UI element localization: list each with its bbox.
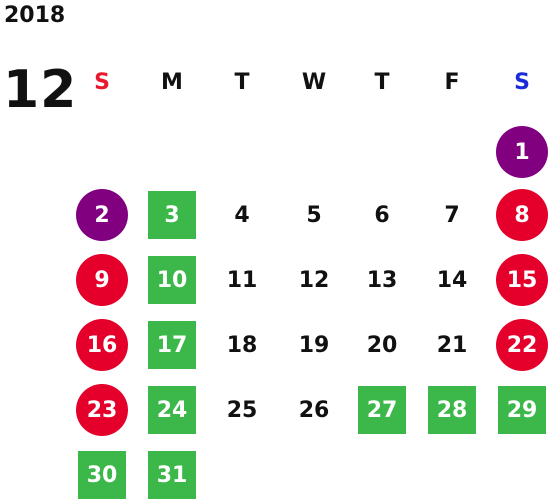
year-label: 2018 (4, 3, 66, 28)
calendar-day[interactable]: 6 (374, 202, 390, 228)
calendar-day[interactable]: 26 (298, 397, 330, 423)
weekday-header: S (94, 69, 110, 95)
calendar-day[interactable]: 22 (496, 319, 548, 371)
calendar-day[interactable]: 11 (226, 267, 258, 293)
calendar-day[interactable]: 24 (148, 386, 196, 434)
weekday-header: T (234, 69, 250, 95)
calendar-day[interactable]: 1 (496, 126, 548, 178)
calendar-day[interactable]: 12 (298, 267, 330, 293)
weekday-header: S (514, 69, 530, 95)
calendar-day[interactable]: 4 (234, 202, 250, 228)
calendar-day[interactable]: 16 (76, 319, 128, 371)
calendar-day[interactable]: 20 (366, 332, 398, 358)
calendar-day[interactable]: 5 (306, 202, 322, 228)
month-number: 12 (3, 60, 78, 120)
calendar-day[interactable]: 30 (78, 451, 126, 499)
calendar-day[interactable]: 2 (76, 189, 128, 241)
weekday-header: M (161, 69, 183, 95)
weekday-header: F (444, 69, 460, 95)
calendar-day[interactable]: 21 (436, 332, 468, 358)
calendar-day[interactable]: 27 (358, 386, 406, 434)
calendar-day[interactable]: 14 (436, 267, 468, 293)
calendar-day[interactable]: 17 (148, 321, 196, 369)
calendar-day[interactable]: 10 (148, 256, 196, 304)
calendar-day[interactable]: 18 (226, 332, 258, 358)
calendar-day[interactable]: 13 (366, 267, 398, 293)
calendar-day[interactable]: 28 (428, 386, 476, 434)
calendar-day[interactable]: 23 (76, 384, 128, 436)
calendar-day[interactable]: 15 (496, 254, 548, 306)
calendar-day[interactable]: 19 (298, 332, 330, 358)
weekday-header: T (374, 69, 390, 95)
weekday-header: W (301, 69, 327, 95)
calendar-day[interactable]: 7 (444, 202, 460, 228)
calendar-day[interactable]: 8 (496, 189, 548, 241)
calendar-day[interactable]: 29 (498, 386, 546, 434)
calendar-day[interactable]: 25 (226, 397, 258, 423)
calendar-day[interactable]: 9 (76, 254, 128, 306)
calendar-day[interactable]: 31 (148, 451, 196, 499)
calendar-day[interactable]: 3 (148, 191, 196, 239)
